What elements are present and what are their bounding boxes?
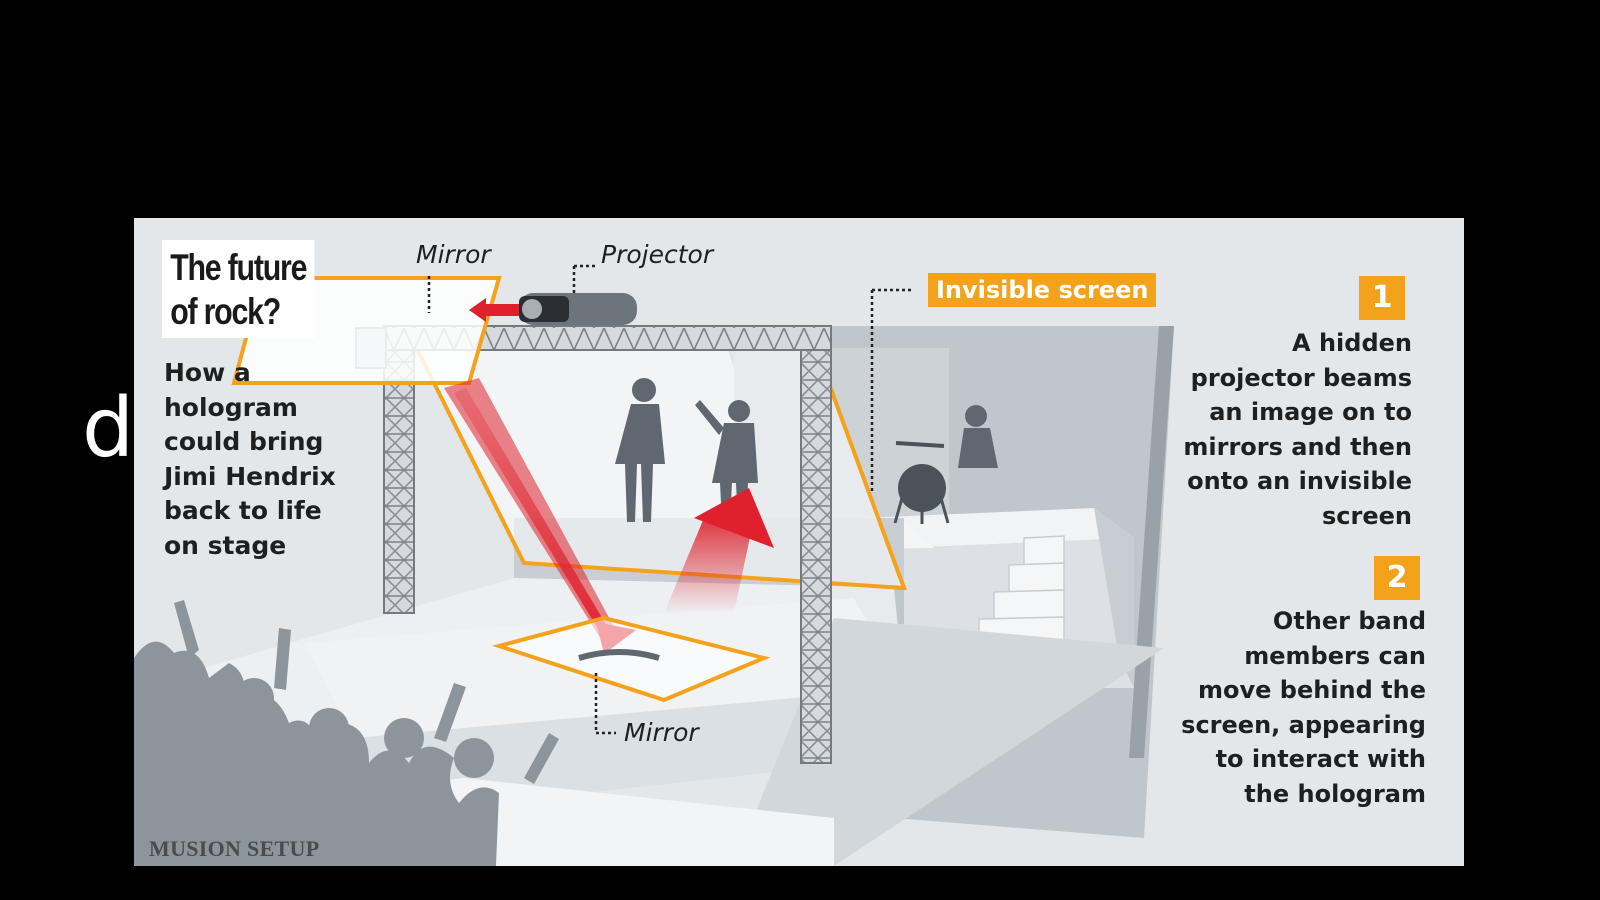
- crowd-silhouettes: [134, 600, 559, 866]
- stairs: [978, 535, 1065, 647]
- projector-device: [469, 264, 637, 325]
- label-projector: Projector: [601, 240, 714, 269]
- band-silhouettes: [615, 378, 998, 524]
- screen-leader-line: [870, 288, 912, 493]
- bottom-mirror: [491, 615, 771, 735]
- step-2-badge: 2: [1374, 556, 1420, 600]
- image-caption: MUSION SETUP: [149, 836, 320, 861]
- diagram-title: The future of rock?: [162, 240, 315, 338]
- step-1-text: A hidden projector beams an image on to …: [1183, 329, 1412, 530]
- label-mirror-top: Mirror: [416, 240, 491, 269]
- diagram-subtitle: How a hologram could bring Jimi Hendrix …: [164, 358, 336, 560]
- title-line-2: of rock?: [170, 291, 281, 332]
- stage-illustration: [134, 264, 1174, 866]
- title-line-1: The future: [170, 247, 307, 288]
- label-mirror-bottom: Mirror: [624, 718, 699, 747]
- step-2-text: Other band members can move behind the s…: [1181, 607, 1426, 808]
- hologram-infographic: The future of rock? How a hologram could…: [134, 218, 1464, 866]
- label-invisible-screen: Invisible screen: [928, 273, 1157, 307]
- slide-title-fragment: d: [82, 381, 135, 476]
- step-1-badge: 1: [1359, 276, 1405, 320]
